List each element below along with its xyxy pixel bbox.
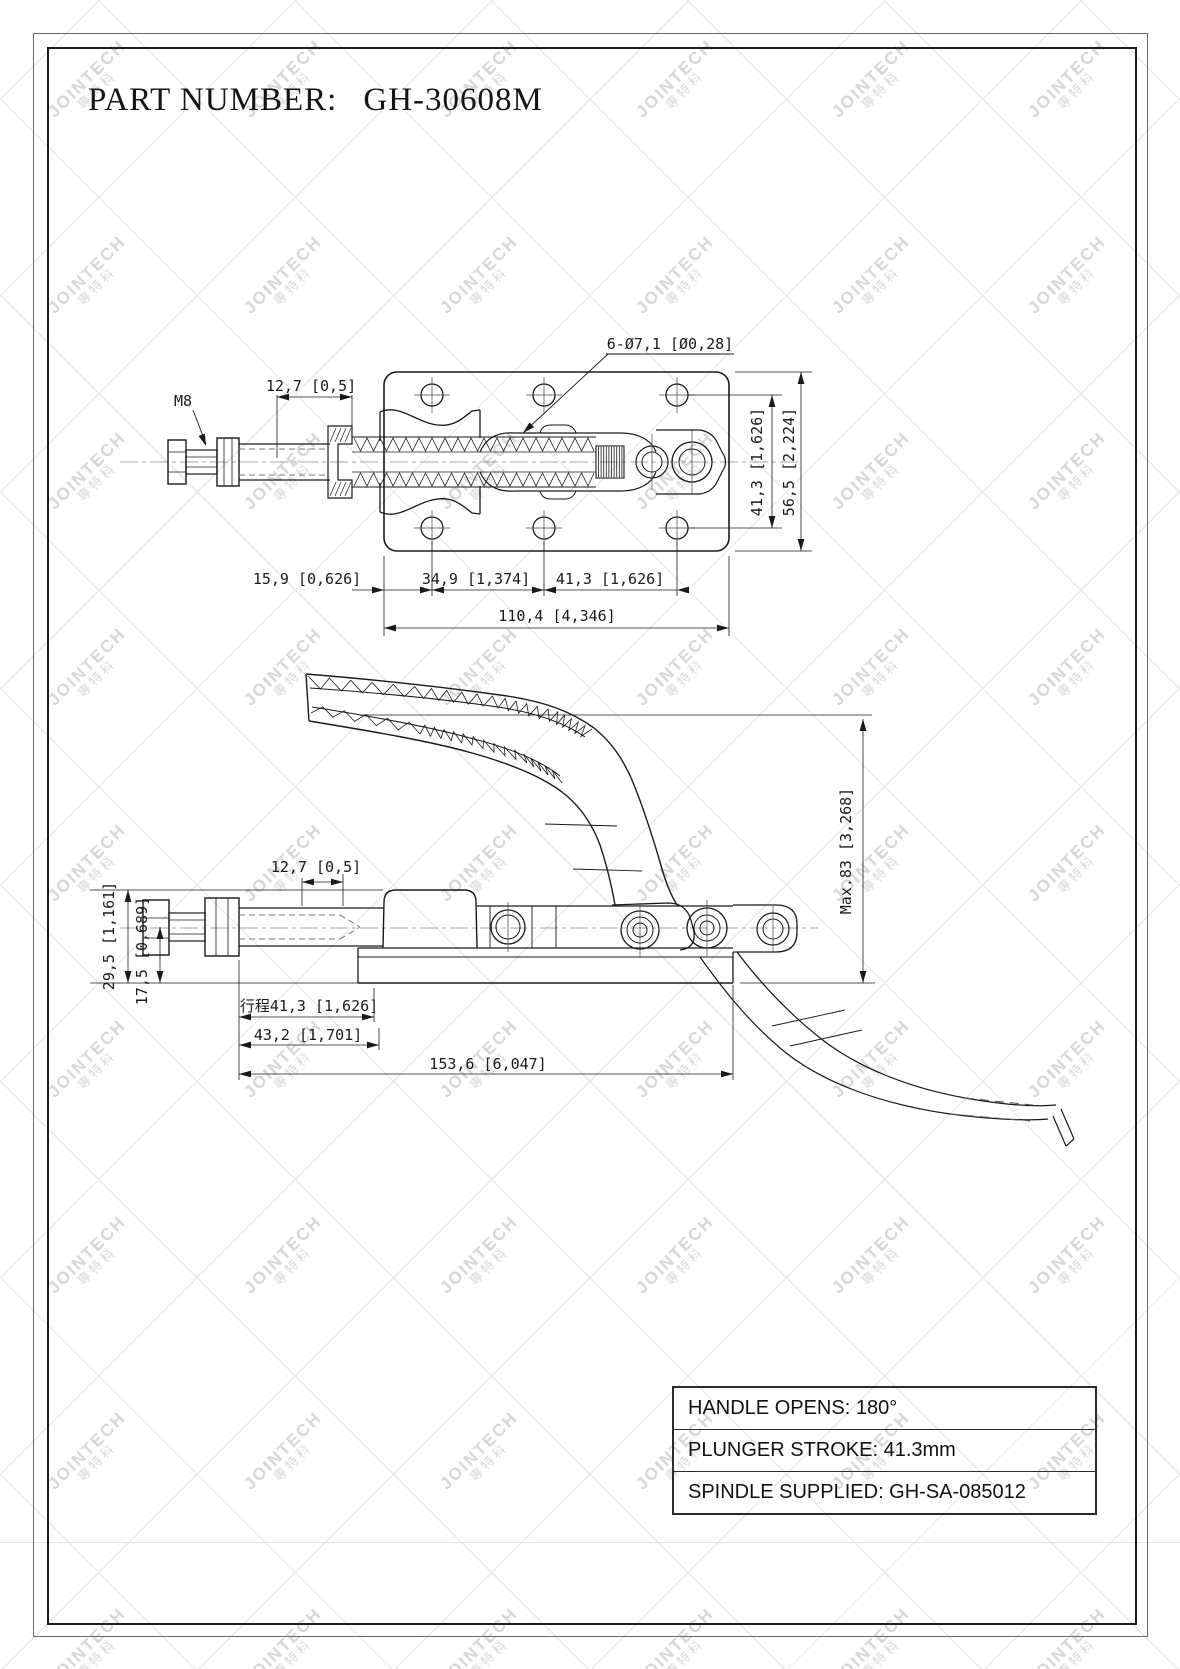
dim-stroke: 行程41,3 [1,626] xyxy=(240,997,378,1015)
spec-row-handle-opens: HANDLE OPENS: 180° xyxy=(688,1397,898,1419)
dim-collar-offset-top: 12,7 [0,5] xyxy=(266,377,356,395)
spec-table: HANDLE OPENS: 180° PLUNGER STROKE: 41.3m… xyxy=(672,1386,1097,1515)
sheet-border-inner xyxy=(47,47,1137,1625)
sheet-border-outer xyxy=(33,33,1148,1637)
dim-hole-callout: 6-Ø7,1 [Ø0,28] xyxy=(607,335,733,353)
dim-collar-offset-side: 12,7 [0,5] xyxy=(271,858,361,876)
dim-hole-spacing-a: 34,9 [1,374] xyxy=(422,570,530,588)
dim-center-height: 17,5 [0,689] xyxy=(133,897,151,1005)
dim-thread-label: M8 xyxy=(174,392,192,410)
dim-stroke-travel: 43,2 [1,701] xyxy=(254,1026,362,1044)
part-number-value: GH-30608M xyxy=(363,82,543,118)
spec-row-spindle-supplied: SPINDLE SUPPLIED: GH-SA-085012 xyxy=(674,1471,1095,1513)
scan-artifact-line xyxy=(0,1542,1180,1543)
dim-edge-to-hole: 15,9 [0,626] xyxy=(253,570,361,588)
dim-plate-length: 110,4 [4,346] xyxy=(498,607,615,625)
dim-hole-spacing-b: 41,3 [1,626] xyxy=(556,570,664,588)
dim-overall-length: 153,6 [6,047] xyxy=(429,1055,546,1073)
spec-row-plunger-stroke: PLUNGER STROKE: 41.3mm xyxy=(674,1429,1095,1471)
part-number-label: PART NUMBER: xyxy=(88,82,338,118)
dim-overall-height: 29,5 [1,161] xyxy=(100,882,118,990)
dim-handle-max-height: Max.83 [3,268] xyxy=(837,788,855,914)
dim-plate-height: 56,5 [2,224] xyxy=(780,408,798,516)
dim-hole-row-spacing: 41,3 [1,626] xyxy=(748,408,766,516)
page-title: PART NUMBER: GH-30608M xyxy=(88,82,543,119)
